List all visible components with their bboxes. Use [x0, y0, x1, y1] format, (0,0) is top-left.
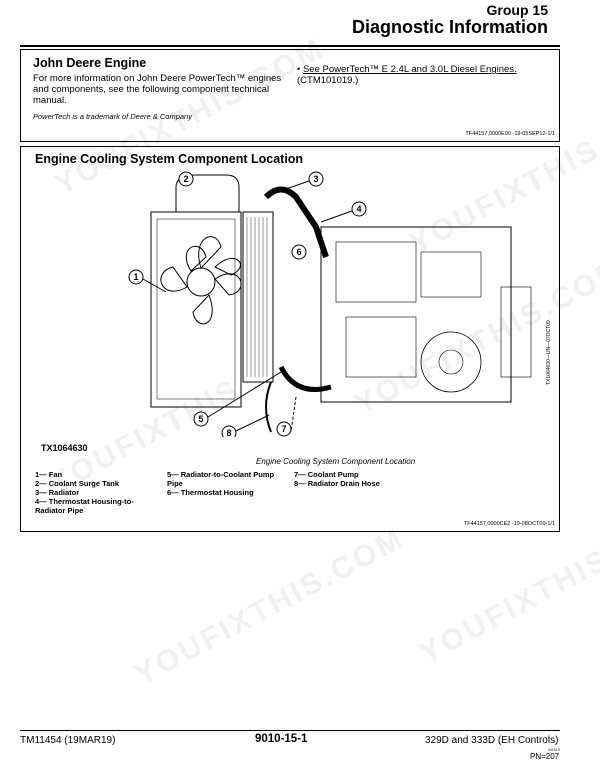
- legend-item: 5— Radiator-to-Coolant Pump Pipe: [167, 470, 275, 488]
- legend-column-3: 7— Coolant Pump 8— Radiator Drain Hose: [294, 470, 414, 488]
- coolant-pump-pipe: [278, 365, 332, 392]
- figure-side-id: TX1064630—UN—07OCT09: [546, 320, 552, 385]
- legend-item: 2— Coolant Surge Tank: [35, 479, 120, 488]
- callout-4: 4: [320, 201, 367, 223]
- pn-label: PN=207: [530, 752, 560, 761]
- svg-text:7: 7: [281, 424, 286, 434]
- header-divider: [20, 45, 560, 47]
- legend-item: 8— Radiator Drain Hose: [294, 479, 380, 488]
- manual-link[interactable]: See PowerTech™ E 2.4L and 3.0L Diesel En…: [302, 64, 517, 75]
- group-label: Group 15: [486, 2, 548, 18]
- engine-block: [320, 226, 512, 403]
- info-box-title: John Deere Engine: [33, 56, 147, 70]
- radiator-core: [242, 211, 274, 383]
- callout-7: 7: [276, 421, 292, 437]
- legend-item: 6— Thermostat Housing: [167, 488, 254, 497]
- callout-3: 3: [285, 171, 324, 190]
- thermostat-pipe: [263, 186, 329, 258]
- callout-1: 1: [128, 269, 167, 293]
- figure-id: TX1064630: [41, 443, 88, 453]
- bullet-icon: •: [297, 64, 303, 75]
- trademark-note: PowerTech is a trademark of Deere & Comp…: [33, 112, 192, 121]
- figure-box: Engine Cooling System Component Location: [20, 146, 560, 532]
- svg-text:8: 8: [226, 428, 231, 437]
- drain-hose: [265, 381, 272, 433]
- callout-2: 2: [178, 171, 194, 187]
- reference-code: TF44157,0000E90 -19-05SEP12-1/1: [465, 131, 555, 137]
- page-number: 9010-15-1: [255, 733, 308, 745]
- svg-text:1: 1: [133, 272, 138, 282]
- watermark: YOUFIXTHIS.COM: [129, 521, 411, 692]
- callout-5: 5: [193, 371, 282, 427]
- info-box: John Deere Engine For more information o…: [20, 49, 560, 142]
- engine-cooling-illustration: 1 2 3 4 5 6 7 8: [128, 171, 532, 437]
- footer-divider: [20, 730, 560, 731]
- legend-item: 4— Thermostat Housing-to-Radiator Pipe: [35, 497, 134, 515]
- svg-text:5: 5: [198, 414, 203, 424]
- legend-item: 7— Coolant Pump: [294, 470, 359, 479]
- svg-text:3: 3: [313, 174, 318, 184]
- callout-6: 6: [291, 244, 307, 260]
- legend-item: 1— Fan: [35, 470, 63, 479]
- info-box-text: For more information on John Deere Power…: [33, 73, 282, 106]
- svg-text:2: 2: [183, 174, 188, 184]
- legend-column-2: 5— Radiator-to-Coolant Pump Pipe 6— Ther…: [167, 470, 287, 497]
- watermark: YOUFIXTHIS: [414, 542, 600, 671]
- figure-box-title: Engine Cooling System Component Location: [35, 152, 304, 166]
- manual-code: (CTM101019.): [297, 75, 359, 86]
- figure-caption: Engine Cooling System Component Location: [256, 457, 416, 466]
- legend-item: 3— Radiator: [35, 488, 80, 497]
- fan-icon: [160, 236, 242, 325]
- model-label: 329D and 333D (EH Controls): [425, 735, 559, 746]
- svg-text:4: 4: [356, 204, 361, 214]
- manual-number: TM11454 (19MAR19): [20, 735, 116, 746]
- reference-code: TF44157,0000CE2 -19-08OCT09-1/1: [463, 521, 555, 527]
- svg-text:6: 6: [296, 247, 301, 257]
- callout-8: 8: [221, 414, 270, 437]
- page-title: Diagnostic Information: [351, 17, 548, 37]
- footer-small-code: 031919: [548, 748, 560, 752]
- reference-bullet: • See PowerTech™ E 2.4L and 3.0L Diesel …: [297, 64, 547, 86]
- legend-column-1: 1— Fan 2— Coolant Surge Tank 3— Radiator…: [35, 470, 155, 515]
